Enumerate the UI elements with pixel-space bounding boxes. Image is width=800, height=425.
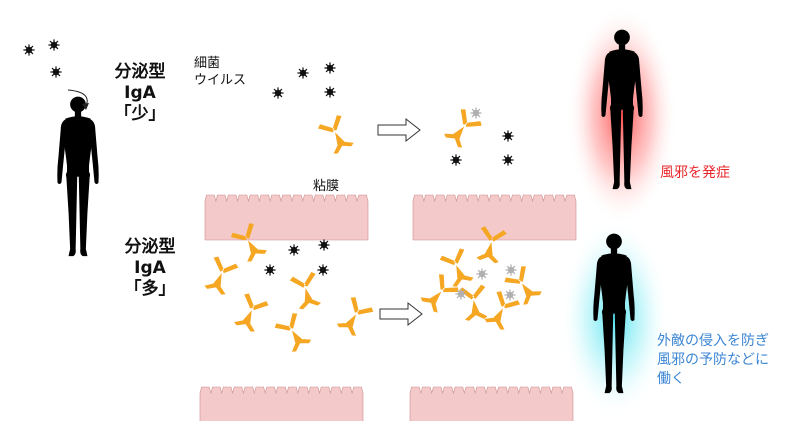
antibody-icon — [289, 271, 324, 311]
protection-result-line: 風邪の予防などに — [657, 352, 769, 368]
antibody-icon — [438, 247, 477, 289]
membrane-label: 粘膜 — [313, 179, 340, 194]
antibody-icon — [418, 272, 461, 316]
pathogen-icon — [324, 86, 336, 98]
antibody-icon — [201, 255, 240, 297]
antibody-icon — [231, 291, 270, 334]
pathogen-icon — [318, 239, 330, 251]
mucosa-layers — [199, 194, 577, 425]
process-arrows — [377, 117, 423, 327]
antibody-icon — [481, 289, 522, 333]
top-title: 分泌型 IgA 「少」 — [112, 62, 168, 125]
pathogens — [23, 39, 517, 301]
pathogen-label-line: ウイルス — [194, 73, 247, 88]
pathogen-icon — [324, 62, 336, 74]
mucosa-layer — [409, 386, 574, 425]
pathogen-icon — [470, 107, 482, 119]
bottom-title: 分泌型 IgA 「多」 — [122, 237, 178, 300]
bottom-title-line: 「多」 — [124, 279, 176, 299]
protection-result-text: 外敵の侵入を防ぎ 風邪の予防などに 働く — [657, 332, 769, 389]
pathogen-label: 細菌 ウイルス — [194, 55, 246, 89]
bottom-title-line: 分泌型 — [124, 237, 176, 257]
antibody-icon — [316, 113, 357, 157]
infection-arrowhead — [82, 103, 89, 110]
protection-result-line: 働く — [657, 371, 685, 387]
antibody-icon — [273, 311, 314, 355]
pathogen-icon — [455, 288, 467, 300]
top-title-line: IgA — [124, 83, 156, 103]
pathogen-icon — [297, 67, 309, 79]
antibody-icon — [334, 295, 375, 339]
process-arrow — [379, 301, 423, 327]
pathogen-icon — [317, 264, 329, 276]
pathogen-icon — [50, 66, 62, 78]
pathogen-icon — [505, 264, 517, 276]
illness-glow — [567, 5, 677, 225]
top-title-line: 分泌型 — [114, 62, 166, 82]
pathogen-icon — [450, 154, 462, 166]
illness-result-text: 風邪を発症 — [660, 165, 730, 181]
pathogen-icon — [288, 244, 300, 256]
pathogen-icon — [48, 39, 60, 51]
mucosa-layer — [199, 386, 364, 425]
person-left — [57, 96, 99, 257]
process-arrow — [377, 117, 421, 143]
pathogen-icon — [23, 44, 35, 56]
pathogen-icon — [264, 264, 276, 276]
pathogen-icon — [502, 130, 514, 142]
pathogen-icon — [502, 154, 514, 166]
pathogen-icon — [476, 268, 488, 280]
pathogen-label-line: 細菌 — [194, 56, 221, 71]
mucosa-layer — [204, 194, 369, 241]
pathogen-icon — [272, 87, 284, 99]
top-title-line: 「少」 — [114, 104, 166, 124]
bottom-title-line: IgA — [134, 258, 166, 278]
pathogen-icon — [504, 289, 516, 301]
protection-result-line: 外敵の侵入を防ぎ — [657, 333, 769, 349]
antibody-icon — [458, 284, 490, 322]
mucosa-layer — [412, 194, 577, 241]
